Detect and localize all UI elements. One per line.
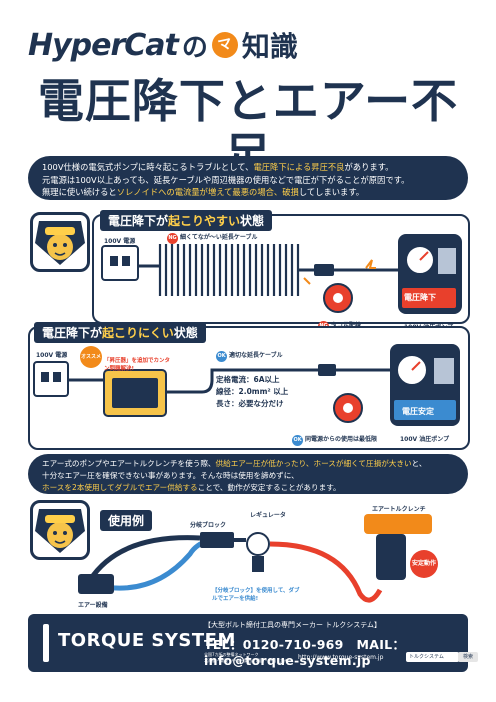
wrench-label: エアートルクレンチ	[372, 506, 426, 513]
ok-badge-2: OK	[292, 435, 303, 446]
intro-line3-highlight: ソレノイドへの電流量が増えて最悪の場合、破損	[116, 187, 299, 197]
air-source-icon	[78, 574, 114, 594]
intro-line1b: があります。	[344, 162, 394, 172]
network-label: 全国7カ所の整備ネットワーク	[204, 652, 259, 657]
branch-block-icon	[200, 532, 234, 548]
intro-line2: 元電源は100V以上あっても、延長ケーブルや周辺機器の使用などで電圧が下がること…	[42, 174, 410, 185]
osusume-badge: オススメ	[80, 346, 102, 368]
panel2-tag: 電圧降下が起こりにくい状態	[34, 322, 206, 343]
search-input[interactable]: トルクシステム	[406, 652, 459, 662]
maker-tagline: 【大型ボルト締付工具の専門メーカー トルクシステム】	[204, 621, 382, 629]
panel2-tag-highlight: 起こりにくい	[102, 326, 174, 340]
outlet-icon-2	[33, 361, 69, 397]
website-link[interactable]: http://www.torque-system.jp	[298, 654, 384, 661]
mame-badge: マメ	[209, 29, 241, 80]
panel2-reel-text: 同電源からの使用は最低限	[305, 436, 378, 443]
torque-system-logo-icon	[43, 624, 49, 662]
search-button[interactable]: 検索	[458, 652, 478, 662]
panel2-tag-b: 状態	[173, 326, 198, 340]
panel1-tag-a: 電圧降下が	[108, 214, 169, 228]
panel1-tag-b: 状態	[240, 214, 265, 228]
air-example-illustration	[78, 514, 432, 603]
stable-badge: 安定動作	[410, 550, 438, 578]
brand-no: の	[181, 32, 208, 63]
air-intro-box: エアー式のポンプやエアートルクレンチを使う際、供給エアー圧が低かったり、ホースが…	[28, 454, 468, 494]
example-tag: 使用例	[100, 510, 153, 531]
panel1-illustration	[101, 234, 462, 314]
panel1-reel-text: タコ足配線	[331, 322, 361, 329]
regulator-icon	[246, 532, 270, 556]
plug-icon	[314, 264, 334, 276]
air-intro-line3-highlight: ホースを2本使用してダブルでエアー供給する	[42, 482, 198, 492]
ok-badge: OK	[216, 351, 227, 362]
air-intro-line1b: と、	[411, 459, 427, 468]
network-info: 全国7カ所の整備ネットワーク 北海道・関東・中部・関西・四国・中国・九州	[204, 652, 288, 664]
air-intro-line1-highlight: 供給エアー圧が低かったり、ホースが細くて圧損が大きい	[215, 459, 412, 468]
brand-header: HyperCat の マメ 知識	[28, 22, 468, 80]
cat-mascot-icon-2	[33, 503, 87, 557]
cat-mascot-icon	[33, 215, 87, 269]
panel1-tag: 電圧降下が起こりやすい状態	[100, 210, 273, 231]
mascot-avatar	[30, 212, 90, 272]
contact-line[interactable]: TEL：0120-710-969 MAIL：info@torque-system…	[204, 637, 406, 668]
spec-wire: 線径：2.0mm² 以上	[216, 387, 289, 396]
ng-badge: NG	[167, 233, 178, 244]
intro-box: 100V仕様の電気式ポンプに時々起こるトラブルとして、電圧降下による昇圧不良があ…	[28, 156, 468, 200]
panel2-illustration	[33, 344, 460, 426]
air-source-label: エアー設備	[78, 602, 108, 609]
air-intro-line1a: エアー式のポンプやエアートルクレンチを使う際、	[42, 459, 216, 468]
footer-banner: TORQUE SYSTEM 【大型ボルト締付工具の専門メーカー トルクシステム】…	[28, 614, 478, 672]
regulator-label: レギュレータ	[250, 512, 286, 519]
panel2-tag-a: 電圧降下が	[42, 326, 103, 340]
hypercat-logo: HyperCat	[28, 27, 179, 63]
intro-line1a: 100V仕様の電気式ポンプに時々起こるトラブルとして、	[42, 162, 254, 172]
panel1-pump-badge: 電圧降下	[404, 293, 436, 302]
cable-specs: 定格電流：6A以上 線径：2.0mm² 以上 長さ：必要な分だけ	[216, 374, 288, 410]
spec-current: 定格電流：6A以上	[216, 375, 280, 384]
company-name: TORQUE SYSTEM	[58, 630, 236, 651]
coiled-cable-icon	[158, 244, 300, 296]
intro-line1-highlight: 電圧降下による昇圧不良	[253, 162, 345, 172]
panel2-source-label: 100V 電源	[36, 352, 68, 359]
mascot-avatar-2	[30, 500, 90, 560]
panel2-pump-badge: 電圧安定	[402, 407, 434, 416]
outlet-icon	[101, 245, 139, 281]
network-areas: 北海道・関東・中部・関西・四国・中国・九州	[204, 658, 288, 663]
brand-chishiki: 知識	[241, 30, 298, 63]
panel1-tag-highlight: 起こりやすい	[168, 214, 241, 228]
spec-length: 長さ：必要な分だけ	[216, 399, 284, 408]
intro-line3b: してしまいます。	[298, 187, 365, 197]
panel2-cable-text: 適切な延長ケーブル	[229, 352, 283, 359]
torque-wrench-icon	[364, 514, 432, 534]
panel2-pump-label: 100V 油圧ポンプ	[400, 436, 450, 443]
air-intro-line3b: ことで、動作が安定することがあります。	[197, 482, 341, 492]
panel1-cable-text: 細くてなが〜い延長ケーブル	[180, 234, 258, 241]
transformer-note: 「昇圧器」を追加でカンタン問題解決!	[104, 358, 171, 372]
air-intro-line2: 十分なエアー圧を確保できない事があります。そんな時は使用を諦めずに、	[42, 470, 299, 480]
intro-line3a: 無理に使い続けると	[42, 187, 117, 197]
branch-note: 【分岐ブロック】を使用して、ダブルでエアーを供給!	[212, 588, 300, 602]
page-title: 電圧降下とエアー不足	[37, 74, 459, 182]
branch-block-label: 分岐ブロック	[190, 522, 227, 529]
panel1-source-label: 100V 電源	[104, 238, 136, 245]
